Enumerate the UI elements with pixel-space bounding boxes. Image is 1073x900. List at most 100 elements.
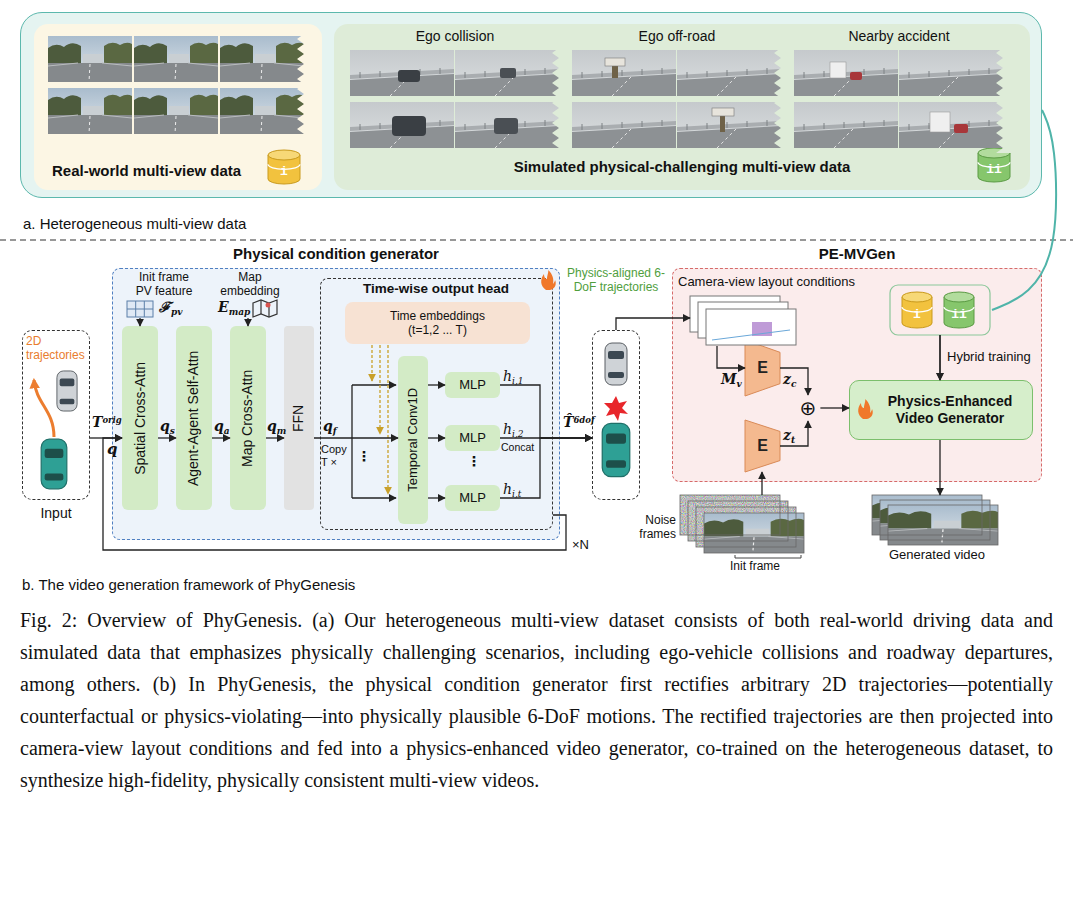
drawing-rect — [494, 118, 518, 134]
node-label: Ego off-road — [572, 28, 782, 45]
text-holder: ⋮ — [357, 448, 371, 464]
node-label: Time embeddings (t=1,2 ... T) — [382, 309, 494, 338]
drawing-rect — [890, 285, 990, 335]
drawing-use — [134, 36, 218, 82]
edge-label: qs — [160, 418, 175, 437]
node-label: Time-wise output head — [321, 281, 551, 297]
drawing-g — [352, 385, 396, 498]
text-holder: T̂6dof — [563, 414, 595, 431]
text-holder: MLP — [459, 490, 486, 506]
node-label: Spatial Cross-Attn — [132, 362, 149, 475]
drawing-rect — [688, 501, 788, 541]
connector — [992, 110, 1056, 310]
drawing-use — [794, 102, 898, 148]
drawing-path — [127, 301, 153, 317]
node-label: i — [280, 156, 288, 179]
database-top — [268, 150, 300, 160]
time-embedding: Time embeddings (t=1,2 ... T) — [345, 302, 530, 344]
node-label: Noise frames — [626, 513, 676, 542]
node-label: ii — [986, 154, 1002, 177]
connector — [780, 368, 808, 395]
node-label: Generated video — [872, 547, 1002, 563]
sim-data-panel: iiEgo collisionEgo off-roadNearby accide… — [334, 24, 1030, 190]
mlp-block: MLP — [445, 372, 500, 398]
connector — [616, 318, 690, 330]
drawing-use — [350, 102, 454, 148]
text-holder: ℱpv — [159, 299, 203, 318]
layout-conditions: Camera-view layout conditions — [690, 296, 800, 346]
connector — [266, 437, 284, 438]
text-holder: qa — [214, 418, 230, 437]
annotation: ⋮ — [467, 453, 481, 469]
edge-label: Mv — [721, 371, 742, 390]
map-input: Map embeddingEmap — [215, 270, 285, 318]
connector — [212, 437, 230, 438]
text-holder: Map embedding — [215, 270, 285, 299]
node-label: Physical condition generator — [113, 245, 559, 263]
drawing-g — [350, 48, 1011, 153]
node-label: Physics-aligned 6-DoF trajectories — [563, 266, 669, 295]
text-holder: 2D trajectories — [26, 334, 88, 363]
drawing-rect — [688, 501, 788, 541]
text-holder: Ego off-road — [572, 28, 782, 45]
drawing-rect — [690, 296, 780, 332]
annotation: ×N — [572, 537, 589, 553]
text-holder: Mv — [721, 371, 742, 390]
text-holder: Real-world multi-view data — [52, 162, 284, 180]
connector — [158, 437, 176, 438]
drawing-rect — [696, 507, 796, 547]
annotation: Concat — [501, 441, 534, 454]
drawing-rect — [930, 112, 950, 132]
drawing-path — [351, 385, 352, 498]
drawing-path — [261, 300, 269, 317]
annotation: b. The video generation framework of Phy… — [22, 576, 355, 594]
drawing-use — [704, 513, 804, 553]
edge-label: qm — [267, 418, 286, 437]
generated-video: Generated video — [872, 495, 1002, 545]
node-label: ⊕ — [800, 398, 817, 418]
output-trajectory-box: Physics-aligned 6-DoF trajectories — [592, 330, 640, 500]
drawing-use — [552, 48, 567, 153]
drawing-rect — [698, 302, 788, 338]
drawing-use — [220, 88, 304, 134]
node-label: Init frame — [730, 559, 810, 573]
connector — [428, 384, 445, 385]
text-holder: ii — [951, 299, 967, 322]
drawing-use — [899, 50, 1003, 96]
drawing-g — [48, 34, 312, 139]
drawing-rect — [392, 116, 426, 136]
annotation: hi,1 — [503, 368, 524, 387]
text-holder: ⊕ — [800, 398, 817, 418]
drawing-rect — [954, 124, 968, 133]
drawing-use — [350, 50, 454, 96]
node-label: Input — [23, 505, 89, 522]
connector — [428, 497, 445, 498]
text-holder: Map Cross-Attn — [199, 410, 296, 427]
text-holder: qf — [323, 418, 337, 437]
drawing-path — [352, 497, 396, 498]
drawing-use — [541, 270, 556, 290]
text-holder: a. Heterogeneous multi-view data — [23, 215, 443, 233]
drawing-rect — [720, 112, 725, 132]
node-label: Nearby accident — [794, 28, 1004, 45]
text-holder: i — [280, 156, 288, 179]
node-label: Simulated physical-challenging multi-vie… — [334, 158, 1030, 176]
text-holder: Nearby accident — [794, 28, 1004, 45]
video-gen-panel: Camera-view layout conditionsEE⊕iiiPhysi… — [672, 268, 1042, 482]
text-holder: zc — [783, 371, 796, 390]
connector — [939, 440, 940, 495]
drawing-rect — [704, 513, 804, 553]
drawing-rect — [500, 68, 516, 78]
database-icon: ii — [978, 148, 1010, 182]
drawing-rect — [706, 309, 796, 345]
drawing-rect — [680, 495, 780, 535]
text-holder: Noise frames — [626, 513, 676, 542]
connector — [500, 385, 592, 438]
edge-label: Hybrid training — [947, 349, 1031, 365]
sum-symbol: ⊕ — [796, 395, 821, 421]
drawing-path — [253, 300, 277, 317]
output-head: Time embeddings (t=1,2 ... T)Temporal Co… — [320, 278, 553, 530]
text-holder: Init frame — [730, 559, 810, 573]
